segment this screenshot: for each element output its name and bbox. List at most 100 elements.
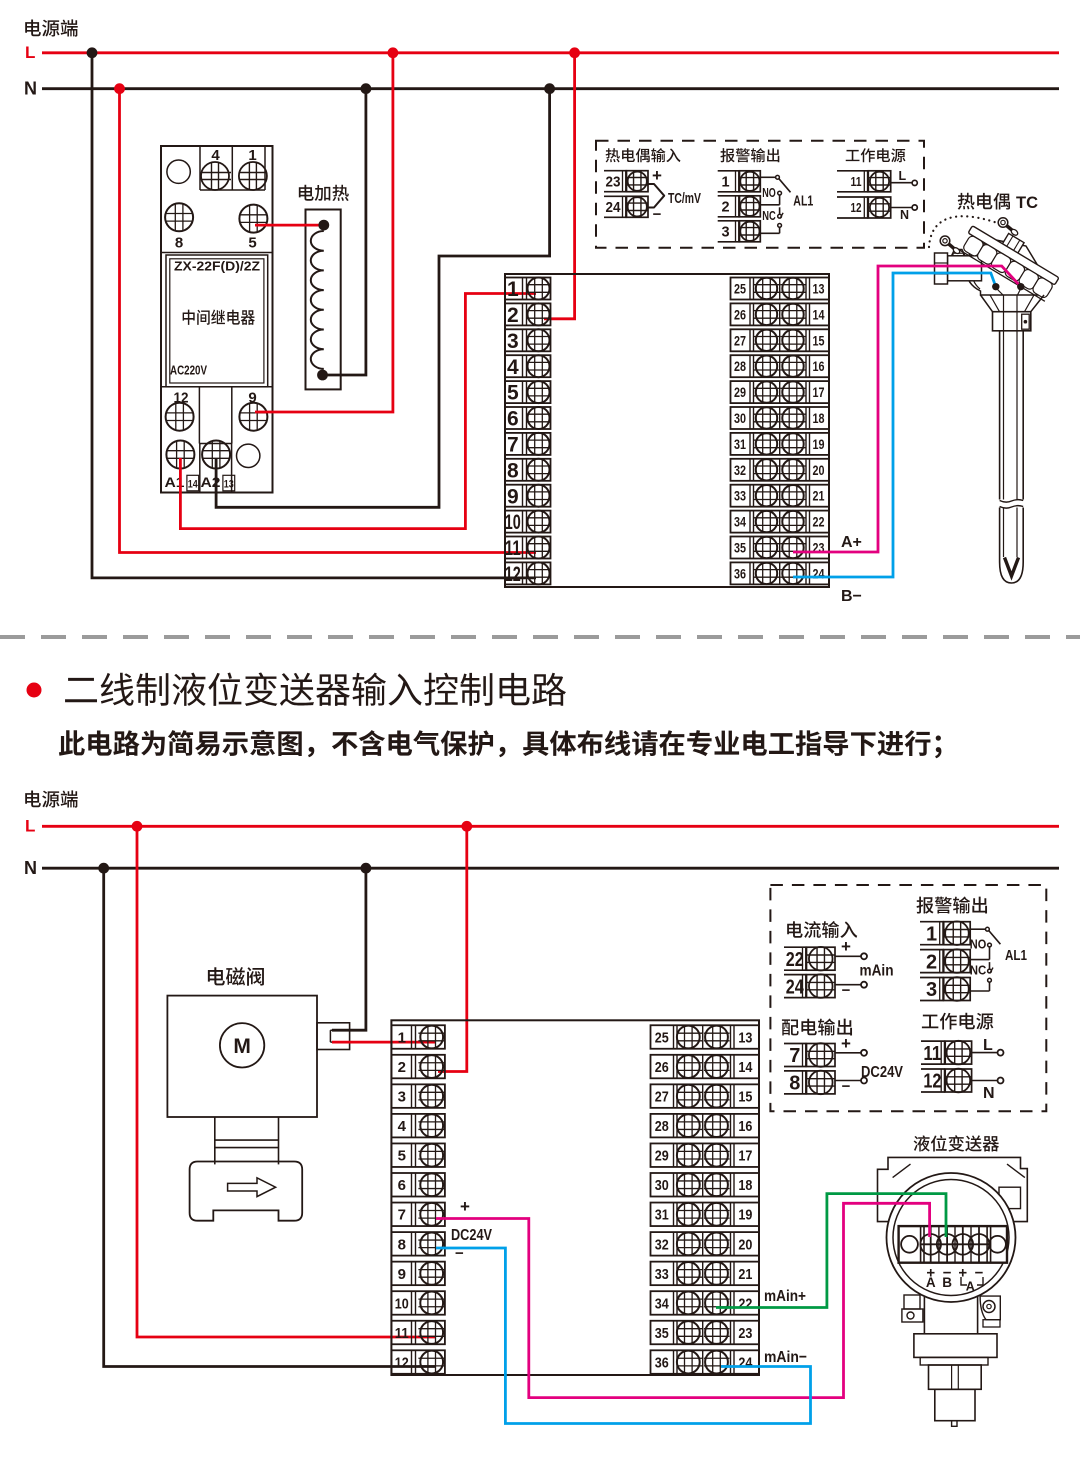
svg-text:24: 24	[606, 200, 621, 216]
svg-text:25: 25	[734, 281, 746, 297]
svg-text:26: 26	[734, 306, 746, 322]
svg-text:14: 14	[738, 1059, 753, 1076]
svg-text:31: 31	[655, 1207, 669, 1224]
svg-text:−: −	[943, 1265, 952, 1282]
svg-text:B: B	[942, 1275, 952, 1290]
svg-text:mAin+: mAin+	[764, 1288, 806, 1305]
svg-text:7: 7	[789, 1045, 800, 1067]
svg-text:19: 19	[738, 1207, 752, 1224]
svg-text:5: 5	[398, 1148, 406, 1165]
svg-text:2: 2	[507, 304, 519, 327]
svg-text:+: +	[926, 1265, 935, 1282]
svg-text:B−: B−	[841, 588, 862, 605]
svg-text:−: −	[653, 206, 662, 223]
svg-text:5: 5	[248, 235, 256, 252]
svg-text:A2: A2	[201, 474, 221, 490]
svg-text:17: 17	[813, 384, 825, 400]
svg-text:34: 34	[655, 1295, 670, 1312]
svg-text:22: 22	[813, 514, 825, 530]
svg-text:3: 3	[721, 225, 729, 241]
svg-text:34: 34	[734, 514, 746, 530]
svg-text:25: 25	[655, 1029, 669, 1046]
svg-text:+: +	[841, 937, 851, 956]
svg-text:6: 6	[507, 408, 519, 431]
svg-text:A: A	[966, 1280, 975, 1294]
svg-text:8: 8	[398, 1236, 406, 1253]
svg-text:10: 10	[505, 511, 521, 534]
svg-text:20: 20	[813, 462, 825, 478]
svg-text:32: 32	[734, 462, 746, 478]
svg-text:7: 7	[507, 433, 519, 456]
svg-text:18: 18	[738, 1177, 752, 1194]
svg-text:2: 2	[926, 951, 937, 973]
svg-text:12: 12	[395, 1354, 409, 1371]
svg-text:+: +	[958, 1265, 967, 1282]
svg-text:1: 1	[721, 175, 729, 191]
svg-text:AL1: AL1	[1005, 947, 1027, 964]
svg-text:1: 1	[248, 147, 256, 164]
svg-text:30: 30	[655, 1177, 669, 1194]
svg-text:L: L	[899, 169, 907, 183]
svg-text:二线制液位变送器输入控制电路: 二线制液位变送器输入控制电路	[63, 662, 567, 714]
svg-text:26: 26	[655, 1059, 669, 1076]
svg-text:29: 29	[655, 1148, 669, 1165]
svg-text:报警输出: 报警输出	[720, 144, 781, 166]
svg-text:32: 32	[655, 1236, 669, 1253]
svg-text:33: 33	[734, 488, 746, 504]
svg-text:8: 8	[789, 1073, 800, 1095]
svg-text:电源端: 电源端	[23, 786, 79, 812]
svg-text:28: 28	[655, 1118, 669, 1135]
svg-text:A+: A+	[841, 534, 862, 551]
svg-text:13: 13	[813, 281, 825, 297]
svg-text:12: 12	[923, 1071, 941, 1093]
svg-text:此电路为简易示意图，不含电气保护，具体布线请在专业电工指导下: 此电路为简易示意图，不含电气保护，具体布线请在专业电工指导下进行；	[58, 722, 959, 762]
svg-text:13: 13	[738, 1029, 752, 1046]
svg-text:NO: NO	[970, 937, 987, 952]
svg-text:36: 36	[734, 565, 746, 581]
svg-text:中间继电器: 中间继电器	[181, 305, 255, 329]
svg-text:33: 33	[655, 1266, 669, 1283]
svg-text:28: 28	[734, 358, 746, 374]
svg-text:21: 21	[813, 488, 825, 504]
svg-text:3: 3	[926, 979, 937, 1001]
svg-text:1: 1	[398, 1029, 406, 1046]
svg-text:N: N	[24, 79, 37, 99]
svg-text:11: 11	[923, 1043, 941, 1065]
svg-text:M: M	[233, 1035, 251, 1058]
svg-text:AC220V: AC220V	[170, 363, 207, 378]
svg-text:22: 22	[738, 1295, 752, 1312]
svg-text:7: 7	[398, 1207, 406, 1224]
svg-text:24: 24	[813, 565, 825, 581]
svg-text:23: 23	[738, 1325, 752, 1342]
svg-text:TC/mV: TC/mV	[668, 191, 701, 207]
svg-text:4: 4	[398, 1118, 407, 1135]
svg-text:12: 12	[505, 563, 521, 586]
svg-text:N: N	[900, 208, 909, 222]
svg-text:−: −	[975, 1265, 984, 1282]
svg-text:NC: NC	[762, 209, 776, 223]
svg-text:A: A	[926, 1275, 936, 1290]
svg-text:电磁阀: 电磁阀	[206, 961, 266, 990]
svg-text:工作电源: 工作电源	[845, 144, 906, 166]
svg-text:报警输出: 报警输出	[916, 892, 989, 918]
svg-text:3: 3	[507, 330, 519, 353]
svg-text:16: 16	[738, 1118, 752, 1135]
svg-text:20: 20	[738, 1236, 752, 1253]
svg-text:35: 35	[655, 1325, 669, 1342]
svg-text:电源端: 电源端	[23, 15, 79, 41]
svg-text:N: N	[983, 1085, 995, 1102]
svg-text:+: +	[460, 1197, 470, 1216]
svg-text:L: L	[25, 43, 35, 62]
svg-text:35: 35	[734, 540, 746, 556]
svg-text:−: −	[842, 982, 851, 999]
svg-text:2: 2	[721, 200, 729, 216]
svg-text:8: 8	[175, 235, 183, 252]
svg-text:液位变送器: 液位变送器	[913, 1130, 999, 1155]
svg-text:17: 17	[738, 1148, 752, 1165]
svg-text:23: 23	[606, 174, 621, 190]
svg-text:NC: NC	[970, 963, 987, 978]
svg-text:22: 22	[786, 949, 804, 971]
svg-text:11: 11	[851, 175, 862, 189]
svg-text:6: 6	[398, 1177, 406, 1194]
svg-text:12: 12	[851, 201, 862, 215]
